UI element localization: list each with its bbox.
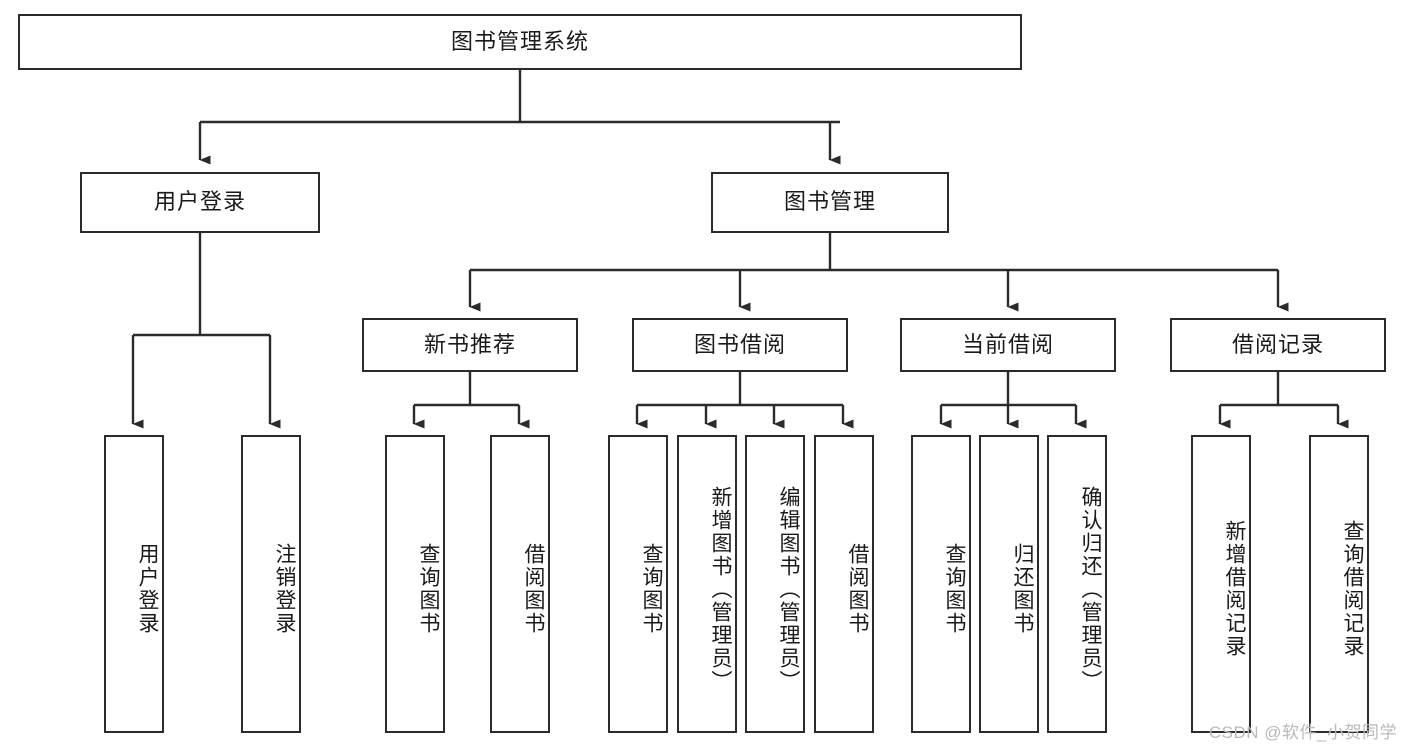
node-current-borrow[interactable]: 当前借阅 — [900, 318, 1116, 372]
node-label: 借阅图书 — [522, 543, 545, 635]
node-label: 用户登录 — [136, 543, 159, 635]
node-label: 图书管理 — [783, 189, 876, 215]
node-label: 确认归还（管理员） — [1079, 485, 1102, 693]
node-label: 新书推荐 — [423, 331, 516, 357]
node-leaf-query-book-recommend[interactable]: 查询图书 — [385, 435, 445, 733]
node-label: 查询图书 — [943, 543, 966, 635]
node-label: 新增图书（管理员） — [709, 485, 732, 693]
node-borrow-record[interactable]: 借阅记录 — [1170, 318, 1386, 372]
node-leaf-return-book[interactable]: 归还图书 — [979, 435, 1039, 733]
node-label: 归还图书 — [1011, 543, 1034, 635]
node-leaf-edit-book-admin[interactable]: 编辑图书（管理员） — [745, 435, 805, 733]
node-leaf-user-login[interactable]: 用户登录 — [104, 435, 164, 733]
node-label: 编辑图书（管理员） — [777, 485, 800, 693]
node-leaf-logout[interactable]: 注销登录 — [241, 435, 301, 733]
node-leaf-query-borrow-record[interactable]: 查询借阅记录 — [1309, 435, 1369, 733]
node-book-management[interactable]: 图书管理 — [711, 172, 949, 233]
node-label: 当前借阅 — [961, 331, 1054, 357]
node-leaf-add-book-admin[interactable]: 新增图书（管理员） — [677, 435, 737, 733]
node-label: 借阅图书 — [846, 543, 869, 635]
node-new-book-recommend[interactable]: 新书推荐 — [362, 318, 578, 372]
node-leaf-borrow-book[interactable]: 借阅图书 — [814, 435, 874, 733]
node-leaf-borrow-book-recommend[interactable]: 借阅图书 — [490, 435, 550, 733]
node-leaf-query-book-current[interactable]: 查询图书 — [911, 435, 971, 733]
watermark-text: CSDN @软件_小贺同学 — [1208, 723, 1397, 742]
node-label: 图书管理系统 — [450, 28, 589, 54]
node-label: 查询图书 — [640, 543, 663, 635]
node-label: 用户登录 — [153, 189, 246, 215]
node-leaf-add-borrow-record[interactable]: 新增借阅记录 — [1191, 435, 1251, 733]
node-root-book-management-system[interactable]: 图书管理系统 — [18, 14, 1022, 70]
node-label: 图书借阅 — [693, 331, 786, 357]
node-label: 借阅记录 — [1231, 331, 1324, 357]
node-book-borrow[interactable]: 图书借阅 — [632, 318, 848, 372]
node-label: 注销登录 — [273, 543, 296, 635]
node-user-login[interactable]: 用户登录 — [80, 172, 320, 233]
node-label: 查询借阅记录 — [1341, 520, 1364, 658]
node-label: 新增借阅记录 — [1223, 520, 1246, 658]
node-leaf-confirm-return-admin[interactable]: 确认归还（管理员） — [1047, 435, 1107, 733]
node-label: 查询图书 — [417, 543, 440, 635]
node-leaf-query-book-borrow[interactable]: 查询图书 — [608, 435, 668, 733]
